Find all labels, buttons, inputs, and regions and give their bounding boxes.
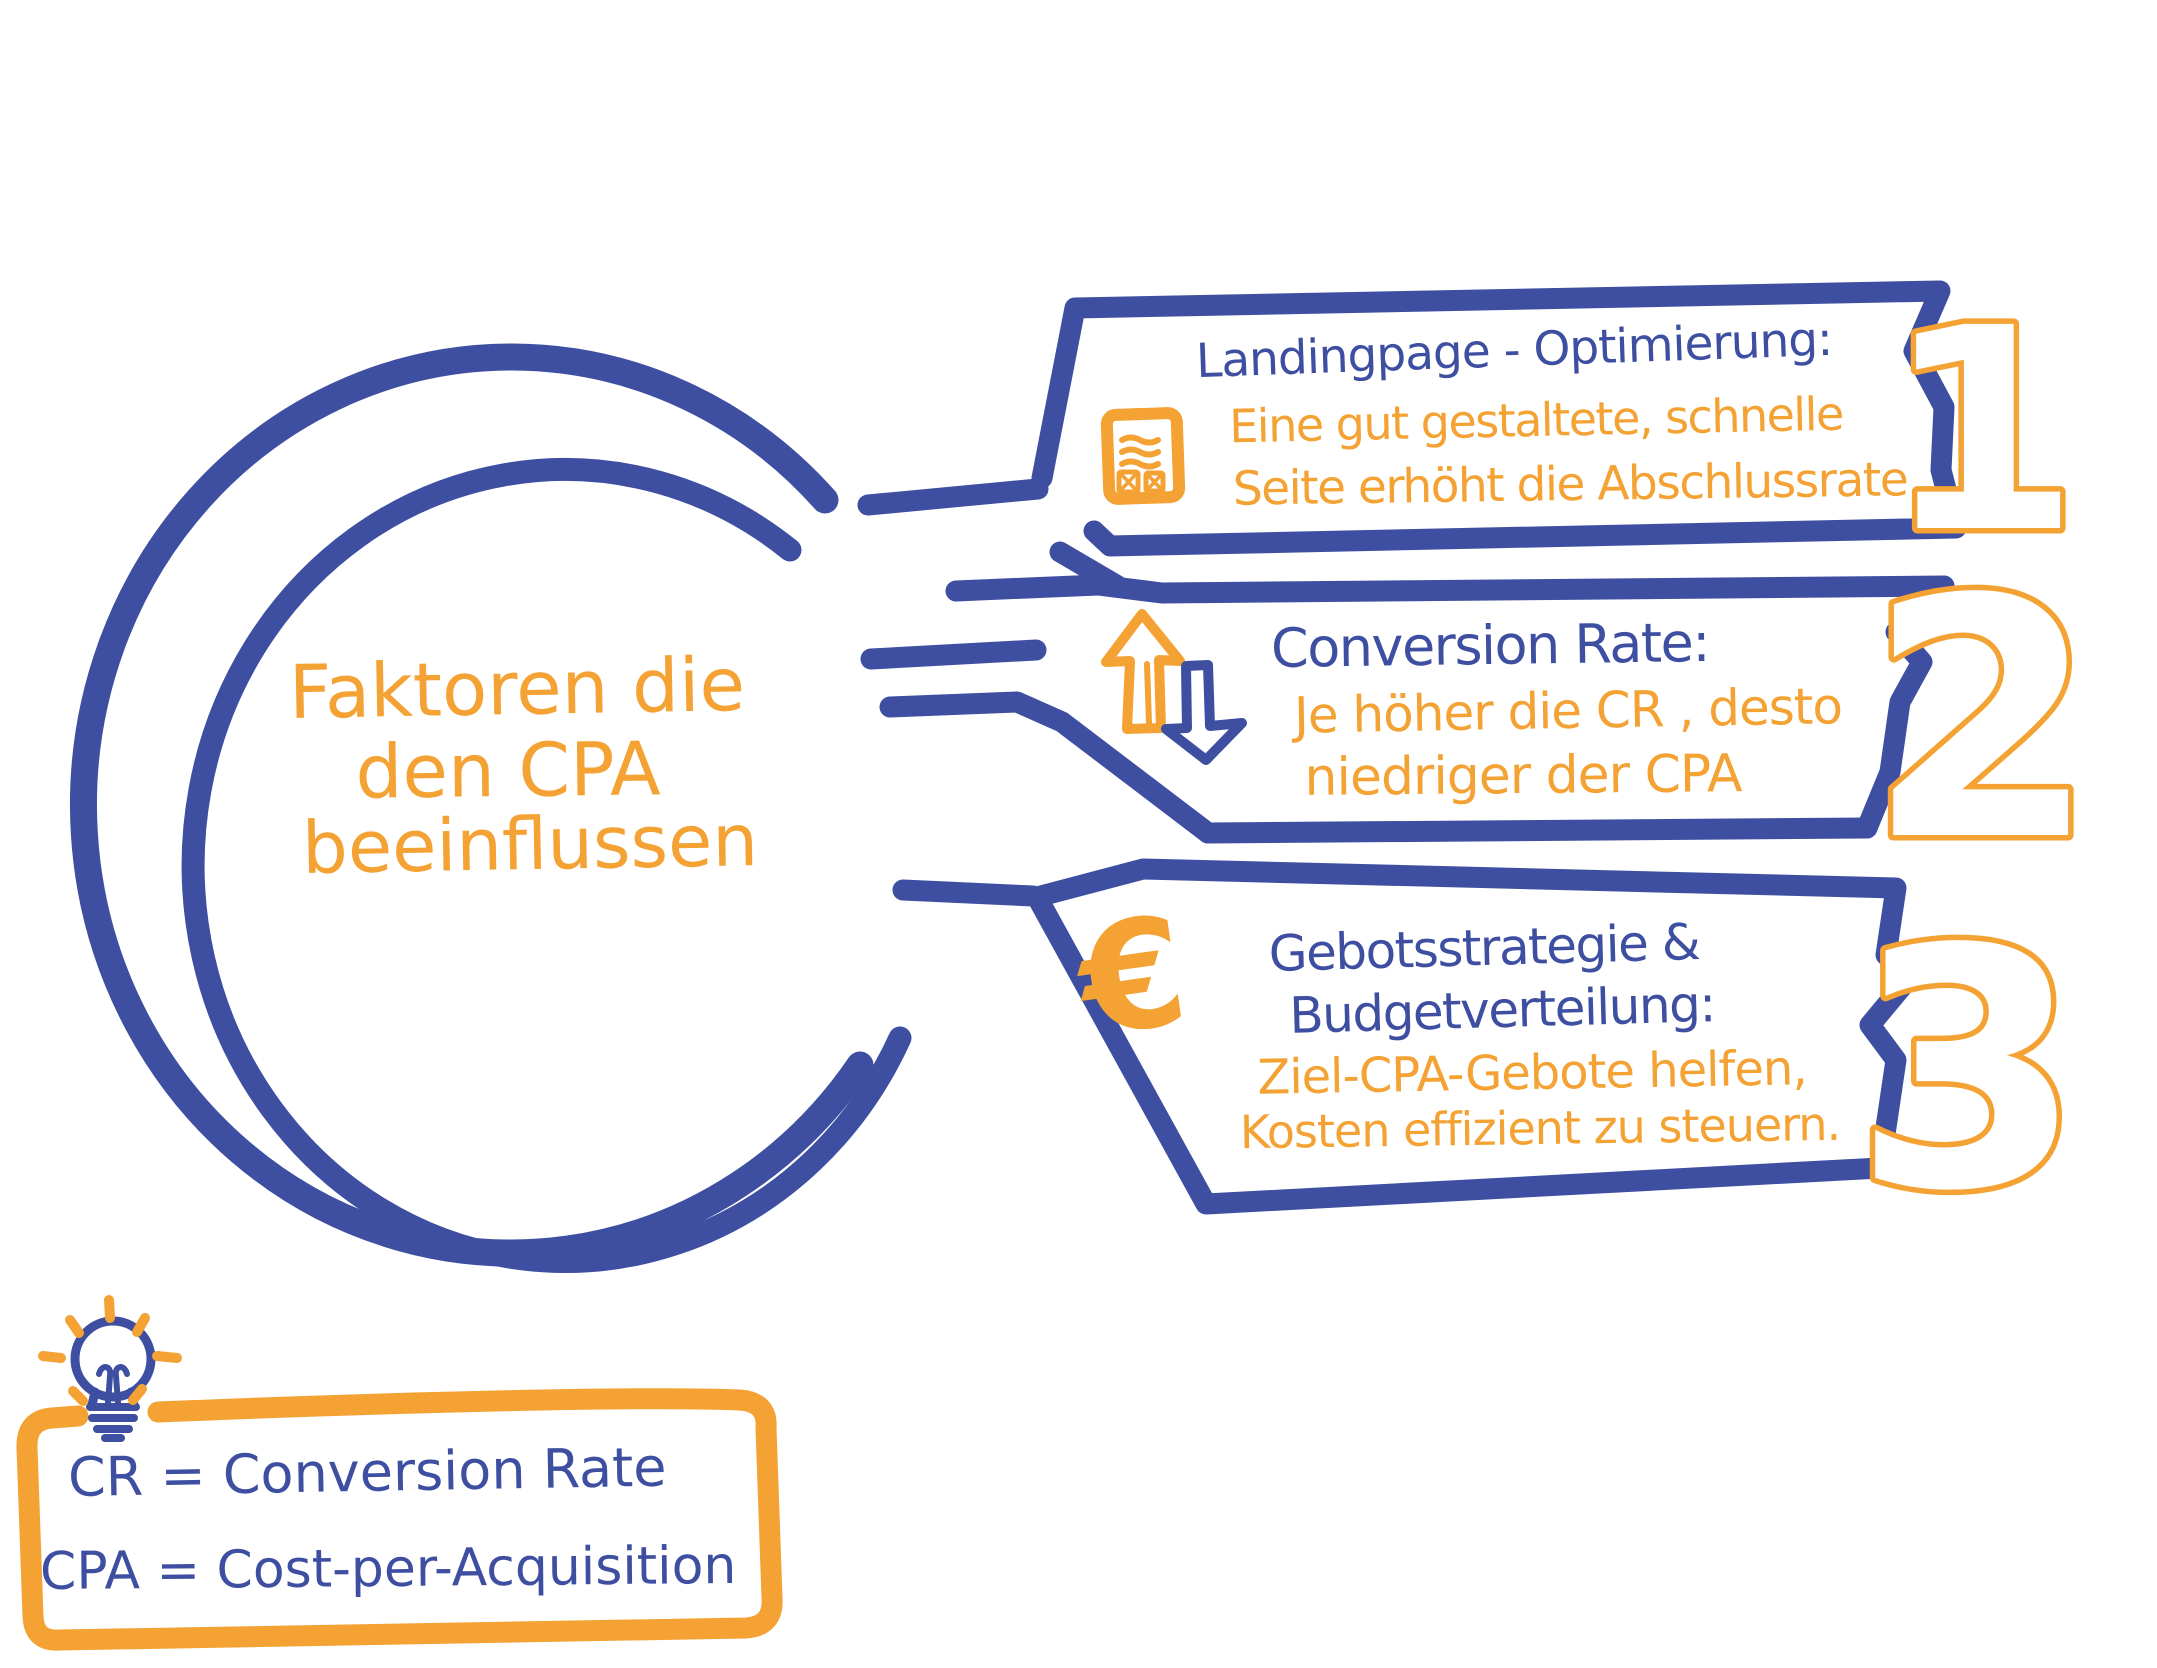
webpage-icon (1100, 407, 1186, 505)
lightbulb-icon (38, 1295, 182, 1442)
bulb-filament (96, 1364, 130, 1406)
up-arrow-inner-line (1144, 661, 1152, 727)
legend-line: CPA = Cost-per-Acquisition (39, 1535, 737, 1602)
circle-inner-ring (181, 458, 912, 1273)
legend-box (16, 1388, 783, 1651)
connector-line (857, 478, 1049, 516)
factor-banner-2: 2 (879, 524, 2102, 919)
central-circle (69, 343, 912, 1273)
central-topic-line: den CPA (354, 726, 661, 816)
banner-2-outline (879, 574, 1955, 844)
connector-line (860, 639, 1047, 670)
legend-line: CR = Conversion Rate (67, 1435, 667, 1509)
factor-number-3: 3 (1853, 879, 2083, 1263)
up-down-arrows-icon (1101, 609, 1247, 765)
factor-banner-3: 3 € (1026, 858, 2088, 1269)
up-arrow (1101, 609, 1185, 734)
circle-outer-ring (69, 343, 874, 1267)
legend-box-border (16, 1388, 783, 1651)
connector-line (892, 879, 1044, 907)
banner-3-shape (1026, 858, 1931, 1215)
factor-banner-1: 1 (1031, 264, 2085, 601)
down-arrow (1161, 660, 1247, 765)
factor-2-body-line: niedriger der CPA (1304, 744, 1742, 808)
bulb-rays (38, 1295, 182, 1406)
factor-1-body-line: Seite erhöht die Abschlussrate (1232, 452, 1908, 517)
factor-number-1: 1 (1885, 269, 2080, 595)
central-topic-line: Faktoren die (288, 642, 746, 736)
banner-2-fill (1062, 585, 1944, 833)
banner-1-shape (1031, 280, 1967, 557)
factor-number-2: 2 (1867, 529, 2097, 913)
connector-lines (857, 478, 1129, 907)
